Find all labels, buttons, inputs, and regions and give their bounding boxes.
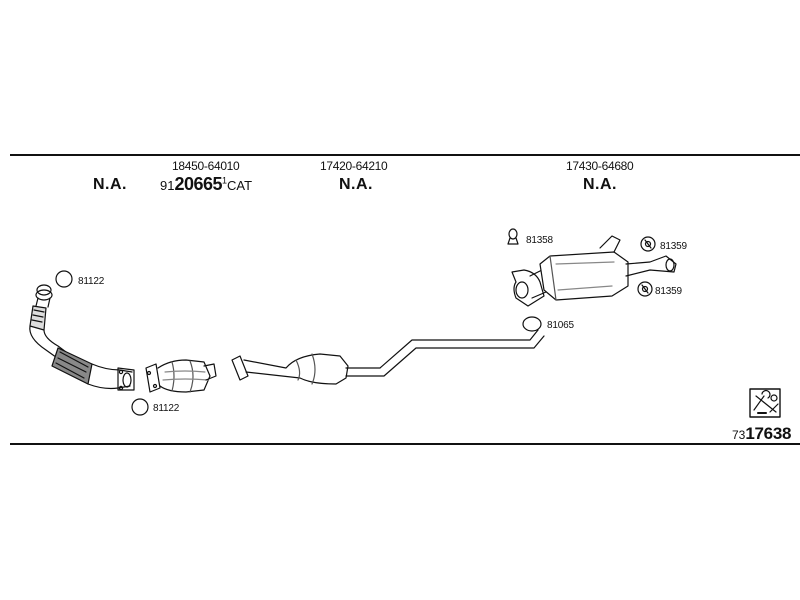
front-pipe [29, 284, 135, 391]
gasket-front-bottom [131, 398, 149, 416]
top-rule [10, 154, 800, 156]
center-pipe-na: N.A. [339, 176, 373, 193]
cat-prefix: 91 [160, 178, 175, 193]
tools-icon [749, 388, 781, 418]
center-pipe-part-number: 17420-64210 [320, 159, 388, 173]
rubber-mount-bottom [637, 281, 653, 297]
center-pipe [231, 316, 545, 385]
rear-muffler [511, 235, 677, 307]
cat-mark: 1 [222, 175, 228, 186]
callout-front-top: 81122 [78, 276, 105, 287]
callout-rear-right-top: 81359 [660, 241, 687, 252]
diagram-code: 7317638 [732, 425, 791, 443]
catalyst-part-number: 18450-64010 [172, 159, 240, 173]
cat-number: 20665 [174, 174, 223, 194]
catalytic-converter [145, 359, 217, 393]
bottom-rule [10, 443, 800, 445]
callout-front-bottom: 81122 [153, 403, 180, 414]
catalyst-cat-label: 91206651CAT [160, 175, 252, 194]
hanger-81358 [507, 228, 519, 245]
diagram-code-number: 17638 [745, 424, 792, 443]
cat-suffix: CAT [227, 178, 253, 193]
rear-muffler-part-number: 17430-64680 [566, 159, 634, 173]
front-pipe-na: N.A. [93, 176, 127, 193]
diagram-code-prefix: 73 [732, 428, 746, 442]
callout-mid-ring: 81065 [547, 320, 574, 331]
callout-rear-right-bottom: 81359 [655, 286, 682, 297]
rear-muffler-na: N.A. [583, 176, 617, 193]
rubber-mount-top [640, 236, 656, 252]
gasket-front-top [55, 270, 73, 288]
callout-rear-hanger: 81358 [526, 235, 553, 246]
